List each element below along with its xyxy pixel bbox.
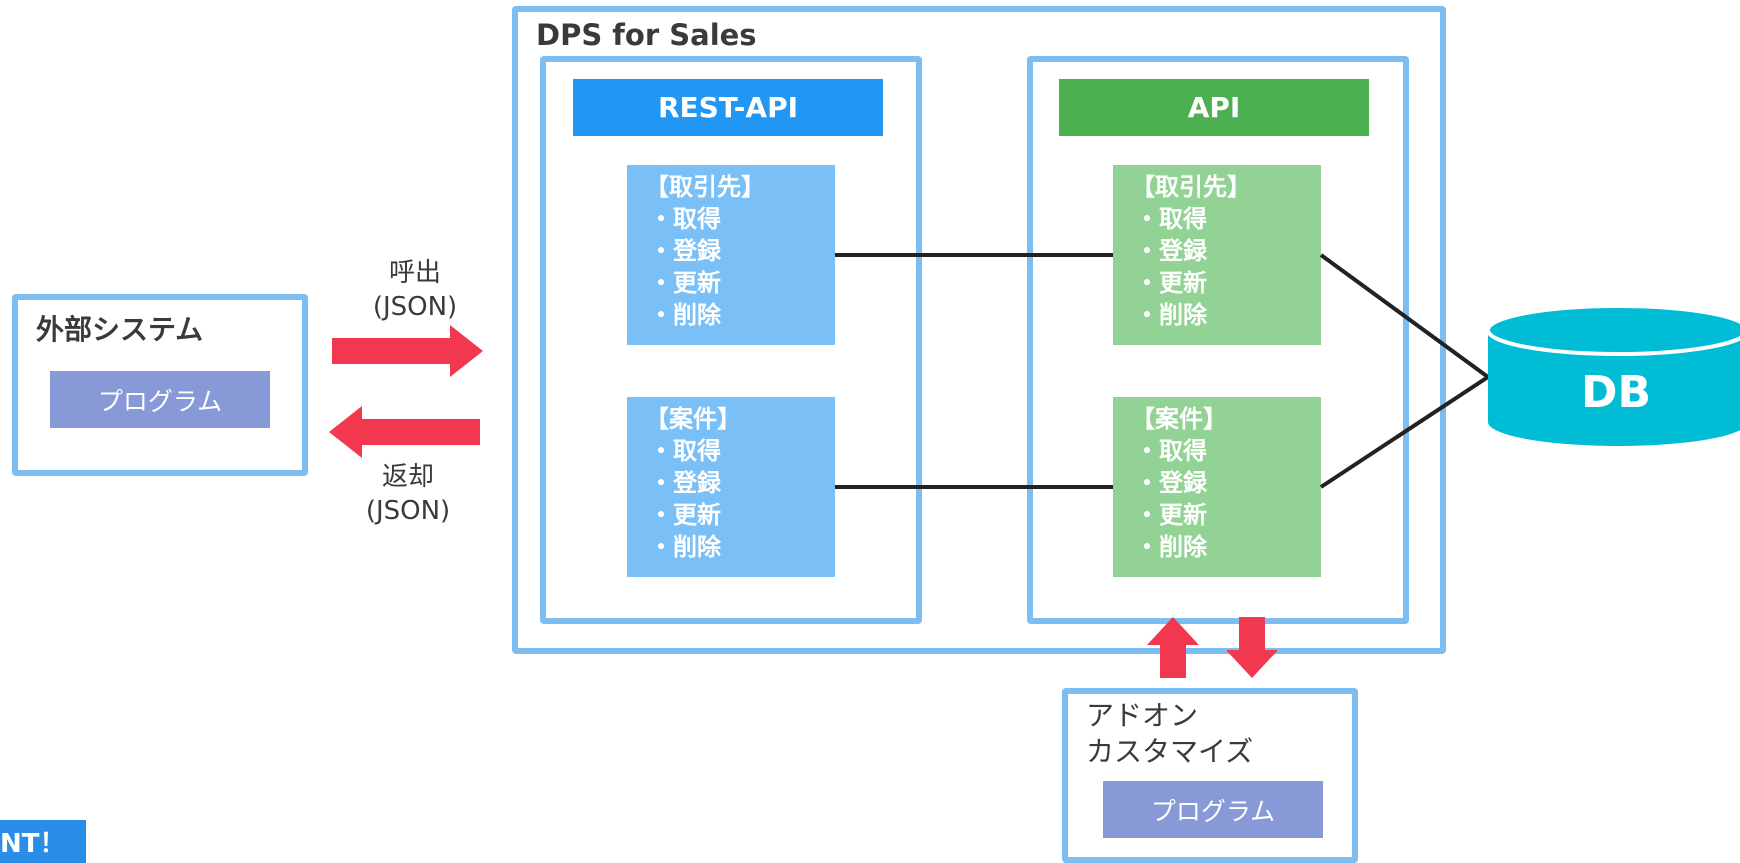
return-label-line2: (JSON): [365, 496, 451, 526]
up-arrow-icon: [1147, 617, 1199, 678]
rest-card-deals-item: ・登録: [649, 469, 721, 497]
rest-card-accounts: 【取引先】 ・取得 ・登録 ・更新 ・削除: [627, 165, 835, 345]
addon-program-box: プログラム: [1103, 781, 1323, 838]
api-card-deals-item: ・登録: [1135, 469, 1207, 497]
api-card-accounts-item: ・削除: [1135, 301, 1207, 329]
return-label: 返却 (JSON): [333, 460, 483, 528]
rest-card-deals-title: 【案件】: [645, 405, 741, 433]
api-card-accounts-item: ・登録: [1135, 237, 1207, 265]
rest-card-accounts-item: ・取得: [649, 205, 721, 233]
dps-title: DPS for Sales: [536, 18, 757, 52]
rest-card-deals-item: ・更新: [649, 501, 721, 529]
database-icon: [1486, 304, 1740, 446]
api-card-deals: 【案件】 ・取得 ・登録 ・更新 ・削除: [1113, 397, 1321, 577]
rest-card-accounts-item: ・削除: [649, 301, 721, 329]
api-card-deals-item: ・取得: [1135, 437, 1207, 465]
addon-title-line2: カスタマイズ: [1086, 735, 1254, 768]
api-header: API: [1059, 79, 1369, 136]
rest-card-deals: 【案件】 ・取得 ・登録 ・更新 ・削除: [627, 397, 835, 577]
connector-api-deals-db: [1319, 375, 1490, 489]
call-label-line2: (JSON): [372, 292, 458, 322]
addon-title: アドオン カスタマイズ: [1086, 698, 1253, 770]
rest-card-deals-item: ・削除: [649, 533, 721, 561]
return-arrow-icon: [329, 406, 480, 458]
api-card-deals-item: ・削除: [1135, 533, 1207, 561]
rest-card-deals-item: ・取得: [649, 437, 721, 465]
api-card-deals-title: 【案件】: [1131, 405, 1227, 433]
api-card-accounts-item: ・取得: [1135, 205, 1207, 233]
addon-title-line1: アドオン: [1086, 699, 1199, 732]
rest-card-accounts-title: 【取引先】: [645, 173, 765, 201]
return-label-line1: 返却: [381, 462, 434, 492]
rest-card-accounts-item: ・更新: [649, 269, 721, 297]
external-program-box: プログラム: [50, 371, 270, 428]
api-card-accounts-title: 【取引先】: [1131, 173, 1251, 201]
call-label: 呼出 (JSON): [340, 256, 490, 324]
rest-api-header: REST-API: [573, 79, 883, 136]
api-card-accounts-item: ・更新: [1135, 269, 1207, 297]
rest-card-accounts-item: ・登録: [649, 237, 721, 265]
db-label: DB: [1581, 367, 1651, 418]
point-badge-label: NT！: [0, 829, 66, 859]
api-card-deals-item: ・更新: [1135, 501, 1207, 529]
external-system-title: 外部システム: [36, 313, 204, 346]
point-badge: NT！: [0, 820, 86, 863]
down-arrow-icon: [1226, 617, 1278, 678]
connector-api-accounts-db: [1319, 253, 1490, 379]
call-arrow-icon: [332, 325, 483, 377]
call-label-line1: 呼出: [388, 258, 441, 288]
api-card-accounts: 【取引先】 ・取得 ・登録 ・更新 ・削除: [1113, 165, 1321, 345]
